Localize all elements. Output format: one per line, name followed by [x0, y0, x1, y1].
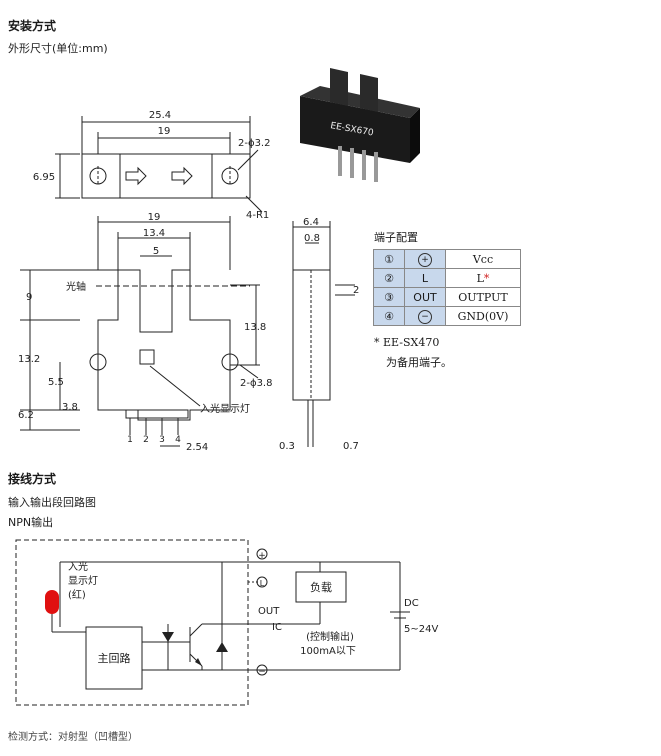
pin-func: L — [476, 271, 484, 285]
footer-text: 检测方式：对射型（凹槽型） — [8, 732, 138, 743]
install-title: 安装方式 — [8, 19, 57, 33]
pin-row: ④ − GND(0V) — [373, 306, 521, 326]
led-label: 入光显示灯 — [200, 402, 250, 415]
pin-num: ③ — [373, 287, 405, 307]
dim-6-95: 6.95 — [33, 172, 55, 183]
pin-row: ② L L* — [373, 268, 521, 288]
dim-6-2: 6.2 — [18, 410, 34, 421]
current-label: 100mA以下 — [300, 646, 356, 657]
pin-num: ④ — [373, 306, 405, 326]
pin-num: ② — [373, 268, 405, 288]
pin-row: ③ OUT OUTPUT — [373, 287, 521, 307]
pin-1: 1 — [127, 435, 133, 445]
dim-hole-3-8: 2-ϕ3.8 — [240, 378, 272, 389]
plus-symbol: + — [418, 252, 432, 267]
install-subtitle: 外形尺寸(单位:mm) — [8, 42, 108, 55]
minus-label: − — [258, 667, 266, 677]
red-led-icon — [45, 590, 59, 614]
note-model: EE-SX470 — [383, 336, 440, 349]
top-view-drawing: 25.4 19 6.95 2-ϕ3.2 4-R1 — [33, 110, 271, 220]
pin-row: ① + Vcc — [373, 249, 521, 269]
optical-axis-label: 光轴 — [66, 280, 86, 293]
dim-2-54: 2.54 — [186, 442, 208, 453]
pin-func: GND(0V) — [445, 306, 521, 326]
main-circuit-label: 主回路 — [98, 652, 131, 665]
wiring-subtitle-2: NPN输出 — [8, 516, 54, 529]
note-star: * — [374, 336, 380, 349]
product-photo: EE-SX670 — [300, 68, 420, 182]
dim-9: 9 — [26, 292, 32, 303]
dim-radius: 4-R1 — [246, 210, 269, 220]
pin-3: 3 — [159, 435, 165, 445]
dim-hole-3-2: 2-ϕ3.2 — [238, 138, 270, 149]
dim-6-4: 6.4 — [303, 217, 319, 228]
pin-symbol: L — [404, 268, 446, 288]
control-output-label: (控制输出) — [306, 630, 354, 643]
dim-0-3: 0.3 — [279, 441, 295, 452]
plus-label: + — [258, 551, 266, 561]
dim-2: 2 — [353, 285, 359, 296]
side-view-drawing: 6.4 0.8 2 0.3 0.7 — [279, 217, 359, 452]
wiring-subtitle-1: 输入输出段回路图 — [8, 496, 96, 509]
front-view-drawing: 19 13.4 5 光轴 9 13.2 5.5 3.8 6.2 13.8 2-ϕ… — [18, 212, 272, 453]
pin-symbol: OUT — [404, 287, 446, 307]
note-text: 为备用端子。 — [386, 356, 452, 369]
dim-25-4: 25.4 — [149, 110, 171, 121]
dim-19-top: 19 — [158, 126, 171, 137]
wiring-title: 接线方式 — [8, 472, 57, 486]
wiring-diagram: 入光 显示灯 (红) 主回路 负载 (控制输出) 100mA以下 OUT IC … — [15, 539, 438, 706]
ic-label: IC — [272, 622, 282, 633]
led-text-2: 显示灯 — [68, 575, 98, 587]
dc-label: DC — [404, 598, 419, 609]
pin-config-title: 端子配置 — [374, 231, 418, 244]
dim-13-4: 13.4 — [143, 228, 165, 239]
dim-0-8: 0.8 — [304, 233, 320, 244]
pin-config-table: ① + Vcc ② L L* ③ OUT OUTPUT ④ − GND(0V) — [373, 249, 521, 326]
pin-2: 2 — [143, 435, 149, 445]
led-text-1: 入光 — [68, 560, 88, 573]
dim-13-8: 13.8 — [244, 322, 266, 333]
l-label: L — [260, 579, 265, 588]
dim-3-8: 3.8 — [62, 402, 78, 413]
pin-func: OUTPUT — [445, 287, 521, 307]
dim-19-front: 19 — [148, 212, 161, 223]
minus-symbol: − — [418, 309, 432, 324]
dim-5-5: 5.5 — [48, 377, 64, 388]
pin-note: * EE-SX470 — [374, 336, 439, 349]
voltage-label: 5~24V — [404, 624, 438, 635]
load-label: 负载 — [310, 580, 332, 594]
dim-13-2: 13.2 — [18, 354, 40, 365]
dim-0-7: 0.7 — [343, 441, 359, 452]
pin-num: ① — [373, 249, 405, 269]
led-text-3: (红) — [68, 588, 86, 601]
pin-4: 4 — [175, 435, 181, 445]
dim-5: 5 — [153, 246, 159, 257]
out-label: OUT — [258, 606, 280, 617]
star-mark: * — [483, 271, 490, 285]
pin-func: Vcc — [445, 249, 521, 269]
